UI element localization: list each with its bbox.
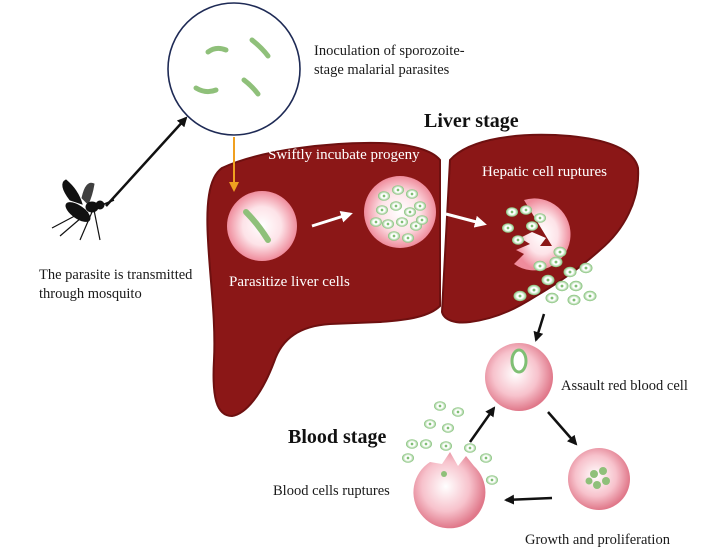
merozoite-nucleus [558, 250, 562, 254]
liver-stage-title: Liver stage [424, 110, 519, 132]
merozoite-nucleus [546, 278, 550, 282]
blood-stage-title: Blood stage [288, 426, 387, 448]
merozoite-nucleus [396, 188, 400, 192]
merozoite-nucleus [524, 208, 528, 212]
merozoite-nucleus [418, 204, 422, 208]
sporozoite-icon [167, 2, 301, 136]
growth-label: Growth and proliferation [525, 532, 670, 548]
merozoite-nucleus [428, 422, 432, 426]
merozoite-nucleus [456, 410, 460, 414]
merozoite-nucleus [538, 264, 542, 268]
mosquito-label-line2: through mosquito [39, 286, 142, 303]
incubating-cell-icon [364, 176, 436, 248]
merozoite-nucleus [532, 288, 536, 292]
merozoite-nucleus [490, 478, 494, 482]
merozoite-nucleus [400, 220, 404, 224]
merozoite-nucleus [568, 270, 572, 274]
merozoite-nucleus [518, 294, 522, 298]
merozoite-nucleus [510, 210, 514, 214]
arrow-rupture-to-rbc [468, 406, 496, 443]
mosquito-label: The parasite is transmitted through mosq… [39, 266, 192, 304]
mosquito-icon [51, 179, 115, 241]
mosquito-label-line1: The parasite is transmitted [39, 267, 193, 283]
merozoite-nucleus [406, 236, 410, 240]
assault-rbc-label: Assault red blood cell [561, 378, 688, 394]
merozoite-nucleus [420, 218, 424, 222]
merozoite-nucleus [380, 208, 384, 212]
arrow-growth-to-rupture [504, 494, 553, 505]
inoculation-label-line2: stage malarial parasites [314, 62, 450, 79]
liver-cell-icon [227, 191, 297, 261]
merozoite-nucleus [572, 298, 576, 302]
swiftly-incubate-label: Swiftly incubate progeny [268, 147, 420, 163]
inoculation-label: Inoculation of sporozoite- stage malaria… [314, 42, 465, 80]
merozoite-nucleus [424, 442, 428, 446]
merozoite-nucleus [530, 224, 534, 228]
merozoite-nucleus [382, 194, 386, 198]
merozoite-nucleus [588, 294, 592, 298]
merozoite-nucleus [392, 234, 396, 238]
merozoite-nucleus [408, 210, 412, 214]
merozoite-nucleus [394, 204, 398, 208]
merozoite-nucleus [410, 192, 414, 196]
merozoite-nucleus [446, 426, 450, 430]
merozoite-nucleus [574, 284, 578, 288]
arrow-cluster-to-rbc [533, 313, 546, 342]
merozoite-nucleus [444, 444, 448, 448]
merozoite-nucleus [438, 404, 442, 408]
merozoite-nucleus [516, 238, 520, 242]
merozoite-nucleus [414, 224, 418, 228]
parasitize-liver-label: Parasitize liver cells [229, 274, 350, 290]
arrow-rbc-to-growth [547, 411, 578, 446]
merozoite-nucleus [406, 456, 410, 460]
merozoite-nucleus [374, 220, 378, 224]
arrow-incubate-to-rupture [445, 212, 487, 228]
merozoite-nucleus [550, 296, 554, 300]
merozoite-cluster [513, 246, 597, 306]
red-blood-cell-icon [485, 343, 553, 411]
hepatic-ruptures-label: Hepatic cell ruptures [482, 164, 607, 180]
arrow-parasitize-to-incubate [311, 210, 353, 228]
inoculation-label-line1: Inoculation of sporozoite- [314, 43, 465, 59]
blood-rupture-cell-icon [413, 452, 486, 529]
arrow-mosquito-to-inoculation [105, 116, 188, 207]
merozoite-nucleus [538, 216, 542, 220]
liver-right-lobe [440, 133, 640, 324]
merozoite-nucleus [386, 222, 390, 226]
merozoite-nucleus [484, 456, 488, 460]
merozoite-nucleus [584, 266, 588, 270]
merozoite-nucleus [560, 284, 564, 288]
growth-cell-icon [568, 448, 630, 510]
merozoite-nucleus [410, 442, 414, 446]
blood-ruptures-label: Blood cells ruptures [273, 483, 390, 499]
merozoite-nucleus [554, 260, 558, 264]
merozoite-nucleus [506, 226, 510, 230]
blood-merozoite-cluster [402, 401, 498, 485]
merozoite-nucleus [468, 446, 472, 450]
